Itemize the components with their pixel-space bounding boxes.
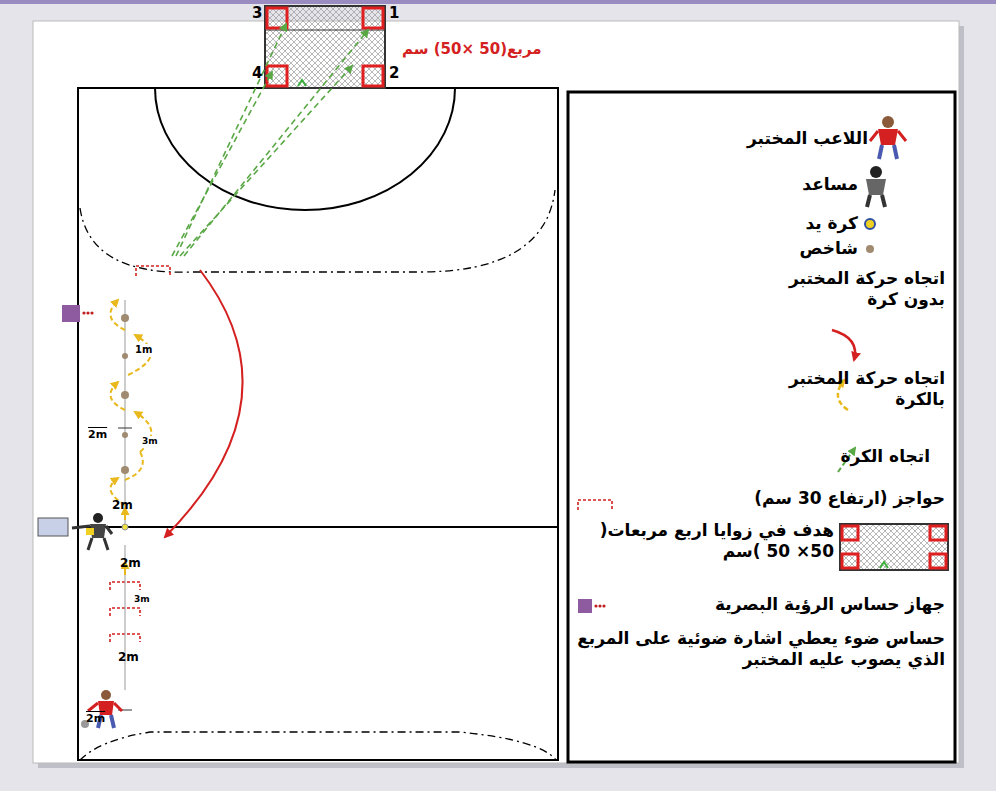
sensor-note: حساس ضوء يعطي اشارة ضوئية على المربع الذ… xyxy=(575,628,945,671)
legend-goal-icon xyxy=(840,524,948,570)
dribble-track xyxy=(122,432,128,438)
dimension: 2m xyxy=(112,498,133,513)
assistant-figure xyxy=(72,526,112,550)
frame xyxy=(33,21,959,763)
dribble-track xyxy=(125,452,143,480)
dimension: 3m xyxy=(132,594,152,605)
light-sensor xyxy=(62,305,94,322)
assistant-figure xyxy=(93,513,103,523)
goal xyxy=(265,6,385,88)
player-figure xyxy=(101,690,111,700)
dimension: 2m xyxy=(86,712,105,726)
legend-assistant-icon xyxy=(867,195,885,207)
assistant-figure xyxy=(38,518,68,536)
legend-text: مساعد xyxy=(802,174,858,195)
legend-player-icon xyxy=(870,131,906,141)
corner-number: 4 xyxy=(252,64,262,83)
legend-swatch xyxy=(578,599,592,613)
light-sensor xyxy=(62,305,80,322)
legend-sensor-dots xyxy=(602,604,605,607)
court-lines xyxy=(78,526,558,528)
dribble-track xyxy=(121,391,129,399)
legend-text: حواجز (ارتفاع 30 سم) xyxy=(625,488,945,509)
dribble-track xyxy=(122,524,128,530)
legend-player-icon xyxy=(878,129,898,145)
assistant-figure xyxy=(86,528,94,535)
corner-number: 3 xyxy=(252,4,262,23)
frame xyxy=(0,0,996,4)
legend-assistant-icon xyxy=(866,166,886,207)
light-sensor xyxy=(90,311,93,314)
legend-sensor-dots xyxy=(594,604,605,607)
dribble-track xyxy=(121,314,129,474)
legend-cone-icon xyxy=(866,245,874,253)
dimension: 3m xyxy=(140,436,160,447)
corner-number: 1 xyxy=(389,4,399,23)
hurdles xyxy=(110,266,170,642)
player-figure xyxy=(88,703,122,711)
legend-goal-icon xyxy=(880,562,888,568)
legend-player-icon xyxy=(879,145,897,159)
goal xyxy=(265,6,385,88)
legend-sensor-dots xyxy=(598,604,601,607)
legend-run-arrow xyxy=(832,330,855,360)
legend-sensor-dots xyxy=(594,604,597,607)
ball-direction xyxy=(184,30,368,256)
legend-text: شاخص xyxy=(799,238,858,259)
ball-direction xyxy=(180,66,352,256)
dimension: 2m xyxy=(118,650,139,665)
legend-goal-icon xyxy=(842,526,858,540)
player-figure xyxy=(81,690,122,728)
run-path xyxy=(165,270,243,537)
hurdles xyxy=(136,266,170,276)
goal xyxy=(363,8,383,28)
dribble-track xyxy=(122,353,128,359)
light-sensor xyxy=(86,311,89,314)
legend-assistant-icon xyxy=(866,179,886,195)
dimension: 1m xyxy=(133,344,154,357)
legend-cone-icon xyxy=(866,245,874,253)
legend-player-icon xyxy=(870,116,906,159)
dribble-track xyxy=(121,466,129,474)
dribble-track xyxy=(110,300,151,710)
dimension: 2m xyxy=(120,556,141,571)
legend-text: كرة يد xyxy=(805,213,858,234)
legend-text: جهاز حساس الرؤية البصرية xyxy=(615,594,945,615)
legend-goal-icon xyxy=(930,526,946,540)
corner-number: 2 xyxy=(389,64,399,83)
legend-text: اتجاه حركة المختبر بدون كرة xyxy=(745,268,945,311)
dribble-track xyxy=(125,300,126,527)
ball-direction xyxy=(172,24,368,256)
light-sensor xyxy=(82,311,85,314)
court-lines xyxy=(78,88,558,760)
legend-text: اللاعب المختبر xyxy=(747,128,868,149)
goal xyxy=(363,66,383,86)
legend-text: اتجاه حركة المختبر بالكرة xyxy=(745,368,945,411)
court-lines xyxy=(80,190,555,272)
legend-box xyxy=(568,92,955,762)
legend-goal-icon xyxy=(930,554,946,568)
legend-assistant-icon xyxy=(870,166,882,178)
square-size-label: مربع(50 ×50) سم xyxy=(402,40,542,59)
legend-ball-icon xyxy=(865,219,875,229)
legend-text: اتجاه الكرة xyxy=(840,446,930,467)
assistant-figure xyxy=(38,513,112,550)
legend-player-icon xyxy=(882,116,894,128)
court-lines xyxy=(78,88,558,760)
dribble-track xyxy=(121,314,129,322)
dimension: 2m xyxy=(88,428,107,442)
legend-goal-icon xyxy=(840,524,948,570)
court-lines xyxy=(80,732,556,760)
legend-text: هدف في زوايا اربع مربعات( 50× 50 )سم xyxy=(584,520,834,563)
ball-direction xyxy=(176,24,286,256)
legend-goal-icon xyxy=(842,554,858,568)
legend-ball-icon xyxy=(865,219,875,229)
legend-hurdle-icon xyxy=(578,500,612,510)
goal xyxy=(298,80,306,86)
goal xyxy=(267,8,287,28)
ball-direction xyxy=(172,72,272,256)
